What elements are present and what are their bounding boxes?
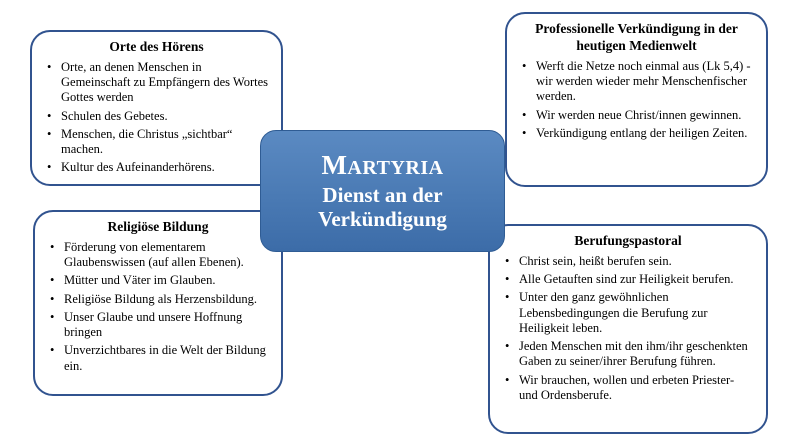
box-berufungspastoral: Berufungspastoral Christ sein, heißt ber… (488, 224, 768, 434)
list-item: Unverzichtbares in die Welt der Bildung … (47, 343, 269, 374)
list-item: Schulen des Gebetes. (44, 109, 269, 125)
list-item: Religiöse Bildung als Herzensbildung. (47, 292, 269, 308)
list-item: Orte, an denen Menschen in Gemeinschaft … (44, 60, 269, 106)
box-title: Professionelle Verkündigung in der heuti… (535, 21, 738, 53)
list-item: Wir werden neue Christ/innen gewinnen. (519, 108, 754, 124)
list-item: Menschen, die Christus „sichtbar“ machen… (44, 127, 269, 158)
box-religioese-bildung: Religiöse Bildung Förderung von elementa… (33, 210, 283, 396)
bullet-list: Förderung von elementarem Glaubenswissen… (47, 240, 269, 374)
box-professionelle-verkuendigung: Professionelle Verkündigung in der heuti… (505, 12, 768, 187)
bullet-list: Orte, an denen Menschen in Gemeinschaft … (44, 60, 269, 176)
list-item: Unter den ganz gewöhnlichen Lebensbeding… (502, 290, 754, 336)
box-title: Orte des Hörens (109, 39, 204, 54)
center-node-martyria: MARTYRIA Dienst an der Verkündigung (260, 130, 505, 252)
center-title-initial: M (321, 150, 348, 181)
center-subtitle: Dienst an der Verkündigung (318, 182, 447, 231)
list-item: Kultur des Aufeinanderhörens. (44, 160, 269, 176)
box-title: Religiöse Bildung (107, 219, 209, 234)
list-item: Förderung von elementarem Glaubenswissen… (47, 240, 269, 271)
list-item: Jeden Menschen mit den ihm/ihr geschenkt… (502, 339, 754, 370)
list-item: Christ sein, heißt berufen sein. (502, 254, 754, 270)
box-title: Berufungspastoral (574, 233, 682, 248)
bullet-list: Werft die Netze noch einmal aus (Lk 5,4)… (519, 59, 754, 142)
bullet-list: Christ sein, heißt berufen sein. Alle Ge… (502, 254, 754, 403)
center-title-rest: ARTYRIA (347, 157, 444, 180)
box-orte-des-hoerens: Orte des Hörens Orte, an denen Menschen … (30, 30, 283, 186)
list-item: Alle Getauften sind zur Heiligkeit beruf… (502, 272, 754, 288)
center-title: MARTYRIA (321, 150, 444, 181)
list-item: Wir brauchen, wollen und erbeten Prieste… (502, 373, 754, 404)
list-item: Verkündigung entlang der heiligen Zeiten… (519, 126, 754, 142)
list-item: Unser Glaube und unsere Hoffnung bringen (47, 310, 269, 341)
list-item: Werft die Netze noch einmal aus (Lk 5,4)… (519, 59, 754, 105)
list-item: Mütter und Väter im Glauben. (47, 273, 269, 289)
